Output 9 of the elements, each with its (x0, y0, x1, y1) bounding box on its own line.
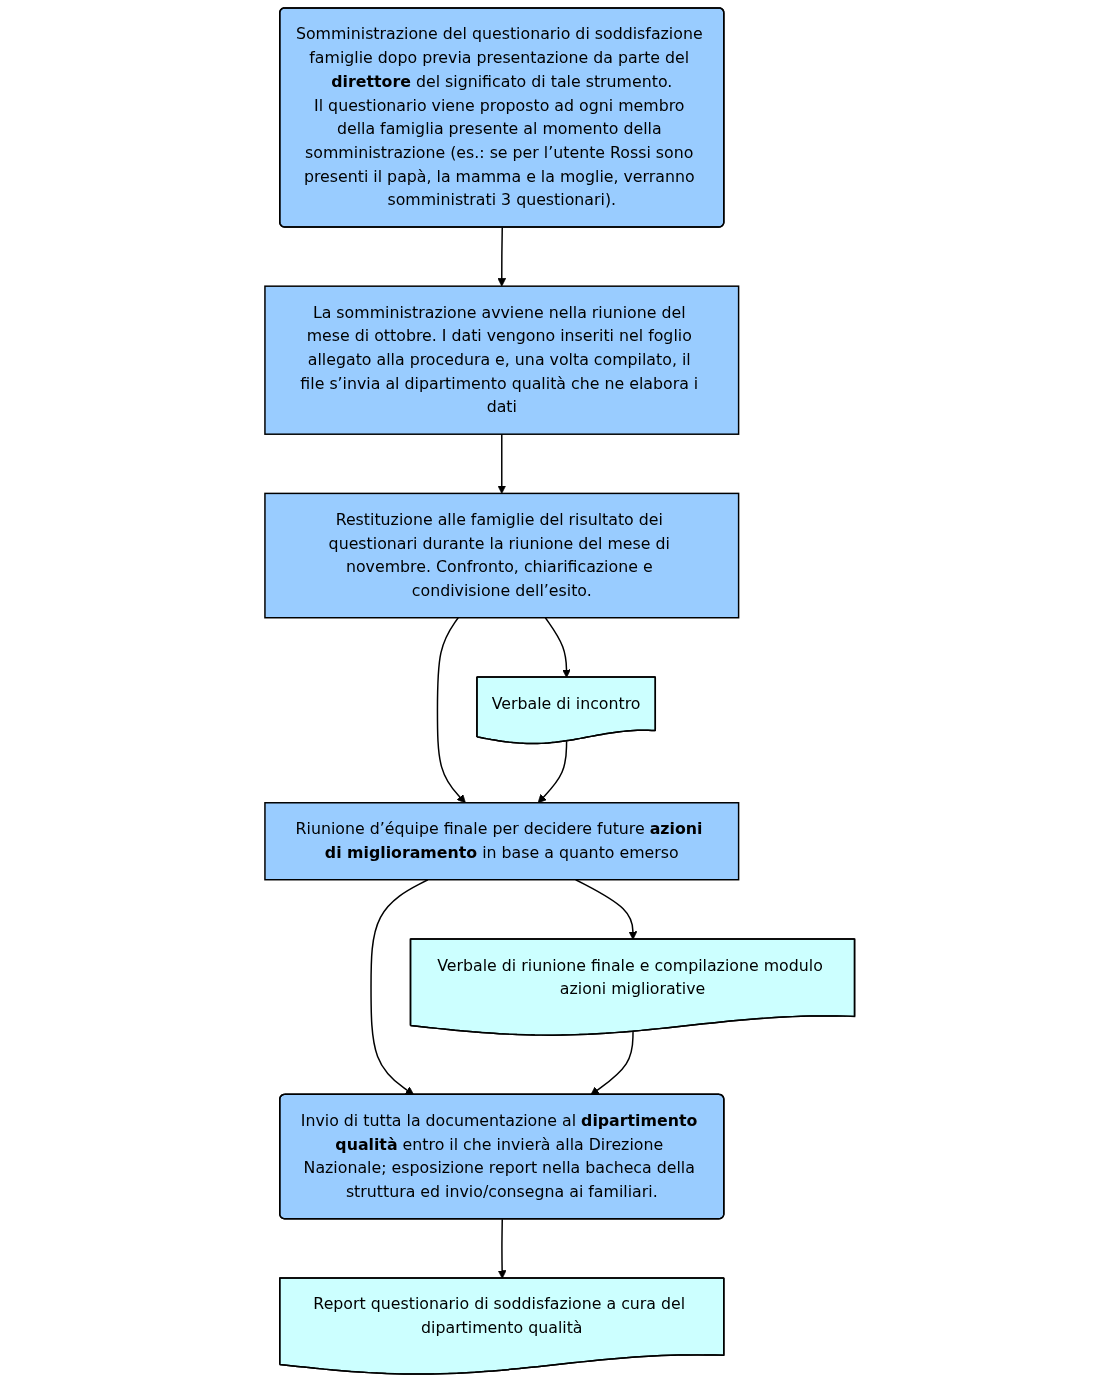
arrow (436, 617, 466, 804)
arrow (537, 740, 568, 804)
arrow (590, 1030, 634, 1096)
arrow (497, 226, 506, 287)
node-box: La somministrazione avviene nella riunione del mese di ottobre. I dati vengono inseriti nel foglio allegato alla procedura e, una volta compilato, il file s’invia al dipartimento qualità che ne elabora i dati (263, 285, 740, 435)
arrow (370, 879, 429, 1096)
node-box: Restituzione alle famiglie del risultato dei questionari durante la riunione del mese di novembre. Confronto, chiarificazione e condivisione dell’esito. (263, 492, 740, 619)
node-box: Riunione d’équipe finale per decidere future azioni di miglioramento in base a quanto emerso (263, 802, 740, 881)
arrow (497, 433, 506, 494)
